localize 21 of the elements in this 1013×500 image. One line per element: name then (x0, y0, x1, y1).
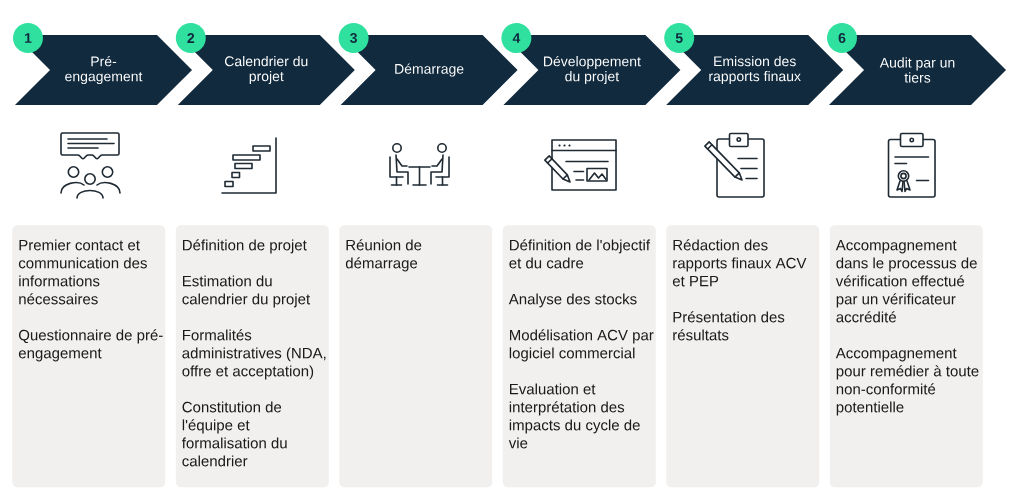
step-description: Définition de projet (183, 239, 307, 254)
step-number: 3 (338, 23, 369, 53)
step-number: 2 (175, 23, 206, 53)
step-description: Formalités administratives (NDA, offre et acceptation) (182, 329, 326, 380)
step-description: Rédaction des rapports finaux ACV et PEP (672, 239, 807, 287)
step-number: 1 (13, 23, 43, 53)
step-description: Premier contact et communication des informations nécessaires (18, 239, 147, 305)
step-number: 6 (827, 23, 857, 53)
step-description: Questionnaire de pré-engagement (18, 329, 163, 362)
step-number: 4 (501, 23, 532, 53)
step-description: Définition de l'objectif et du cadre (509, 239, 651, 269)
step-description: Evaluation et interprétation des impacts du cycle de vie (508, 383, 640, 449)
step-description: Modélisation ACV par logiciel commercial (509, 329, 654, 362)
step-number: 5 (664, 23, 695, 53)
step-description: Constitution de l'équipe et formalisation du calendrier (182, 401, 287, 467)
step-description: Réunion de démarrage (345, 239, 422, 272)
step-description: Accompagnement dans le processus de vérification effectué par un vérificateur accrédité (835, 239, 977, 323)
step-description: Estimation du calendrier du projet (182, 275, 311, 308)
step-description: Présentation des résultats (673, 311, 785, 341)
step-description: Analyse des stocks (508, 293, 637, 308)
step-description: Accompagnement pour remédier à toute non-conformité potentielle (835, 347, 979, 416)
